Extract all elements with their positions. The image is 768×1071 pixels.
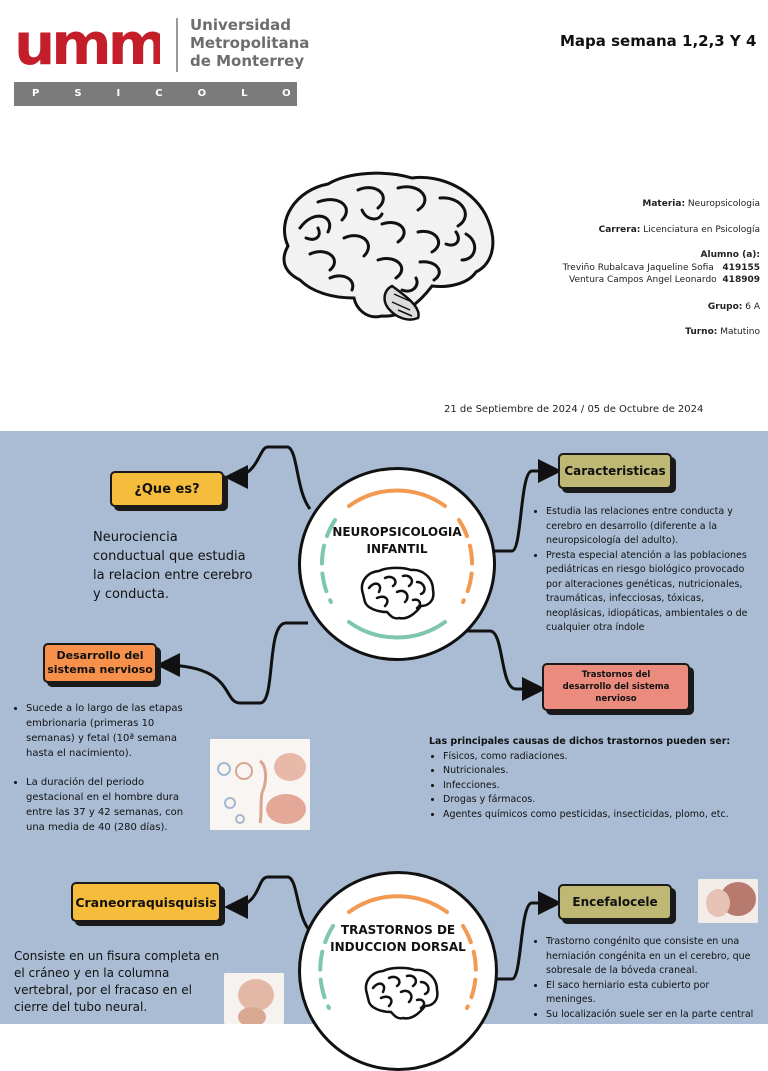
desarrollo-item: La duración del periodo gestacional en e… <box>26 775 194 835</box>
causa-item: Físicos, como radiaciones. <box>443 750 759 765</box>
meta-alumno-1: Treviño Rubalcava Jaqueline Sofia 419155 <box>563 263 760 273</box>
grupo-value: 6 A <box>745 302 760 312</box>
causa-item: Infecciones. <box>443 779 759 794</box>
brain-illustration <box>282 171 495 321</box>
central-title-line-1: NEUROPSICOLOGIA <box>332 525 462 539</box>
concept-map: NEUROPSICOLOGIA INFANTIL ¿Que es? Neuroc… <box>0 431 768 1071</box>
university-line-1: Universidad <box>190 16 292 34</box>
encefalocele-list: Trastorno congénito que consiste en una … <box>532 935 758 1022</box>
circle-arcs <box>318 894 478 1010</box>
university-line-3: de Monterrey <box>190 52 305 70</box>
date-range: 21 de Septiembre de 2024 / 05 de Octubre… <box>444 404 704 415</box>
central-title-2-line-1: TRASTORNOS DE <box>340 923 456 937</box>
embryo-development-image <box>210 739 310 830</box>
tag-craneorraquisquisis: Craneorraquisquisis <box>71 882 221 922</box>
brain-small-icon <box>364 966 439 1020</box>
alumno2-id: 418909 <box>722 275 760 285</box>
cranio-text: Consiste en un fisura completa en el crá… <box>14 949 220 1014</box>
connector-lines <box>156 445 562 981</box>
turno-label: Turno: <box>685 327 718 337</box>
causas-block: Las principales causas de dichos trastor… <box>429 735 759 822</box>
meta-grupo: Grupo: 6 A <box>708 302 760 312</box>
craneorraquisquisis-image <box>224 973 284 1024</box>
logo-text: umm <box>14 18 160 70</box>
desarrollo-item: Sucede a lo largo de las etapas embriona… <box>26 701 194 761</box>
causa-item: Nutricionales. <box>443 764 759 779</box>
umm-logo: umm <box>14 18 160 70</box>
program-bar: PSICOLOGÍA <box>14 82 297 106</box>
meta-carrera: Carrera: Licenciatura en Psicología <box>599 225 760 235</box>
logo-divider <box>176 18 178 72</box>
document-title: Mapa semana 1,2,3 Y 4 <box>560 32 757 50</box>
central-node-neuropsicologia: NEUROPSICOLOGIA INFANTIL <box>298 467 496 661</box>
alumno1-id: 419155 <box>722 263 760 273</box>
tag-trastornos-desarrollo: Trastornos del desarrollo del sistema ne… <box>542 663 690 711</box>
university-line-2: Metropolitana <box>190 34 310 52</box>
caracteristicas-list: Estudia las relaciones entre conducta y … <box>532 505 758 636</box>
carrera-value: Licenciatura en Psicología <box>643 225 760 235</box>
central-title-2: TRASTORNOS DE INDUCCION DORSAL <box>301 922 495 956</box>
que-es-text: Neurociencia conductual que estudia la r… <box>93 530 253 602</box>
tag-que-es: ¿Que es? <box>110 471 224 507</box>
caracteristica-item: Presta especial atención a las poblacion… <box>546 549 758 636</box>
alumno1-name: Treviño Rubalcava Jaqueline Sofia <box>562 263 714 273</box>
tag-caracteristicas: Caracteristicas <box>558 453 672 489</box>
causas-heading: Las principales causas de dichos trastor… <box>429 736 731 747</box>
central-node-trastornos-induccion-dorsal: TRASTORNOS DE INDUCCION DORSAL <box>298 871 498 1071</box>
meta-turno: Turno: Matutino <box>685 327 760 337</box>
tag-encefalocele: Encefalocele <box>558 884 672 920</box>
encefalocele-item: El saco herniario esta cubierto por meni… <box>546 979 758 1008</box>
alumno2-name: Ventura Campos Angel Leonardo <box>568 275 717 285</box>
tag-desarrollo-sistema-nervioso: Desarrollo del sistema nervioso <box>43 643 157 683</box>
brain-small-icon <box>360 566 435 620</box>
carrera-label: Carrera: <box>598 225 641 235</box>
causa-item: Drogas y fármacos. <box>443 793 759 808</box>
causa-item: Agentes químicos como pesticidas, insect… <box>443 808 759 823</box>
central-title: NEUROPSICOLOGIA INFANTIL <box>301 524 493 558</box>
materia-label: Materia: <box>642 199 686 209</box>
alumno-label: Alumno (a): <box>700 250 760 260</box>
circle-arcs <box>319 488 475 640</box>
central-title-2-line-2: INDUCCION DORSAL <box>330 940 466 954</box>
meta-materia: Materia: Neuropsicologia <box>642 199 760 209</box>
grupo-label: Grupo: <box>707 302 743 312</box>
meta-alumno-2: Ventura Campos Angel Leonardo 418909 <box>569 275 760 285</box>
desarrollo-list: Sucede a lo largo de las etapas embriona… <box>12 701 194 835</box>
turno-value: Matutino <box>720 327 760 337</box>
caracteristica-item: Estudia las relaciones entre conducta y … <box>546 505 758 549</box>
meta-alumno-label: Alumno (a): <box>701 250 760 260</box>
encefalocele-item: Su localización suele ser en la parte ce… <box>546 1008 758 1023</box>
materia-value: Neuropsicologia <box>687 199 760 209</box>
central-title-line-2: INFANTIL <box>366 542 428 556</box>
university-name: Universidad Metropolitana de Monterrey <box>190 16 320 70</box>
encefalocele-item: Trastorno congénito que consiste en una … <box>546 935 758 979</box>
encefalocele-image <box>698 879 758 923</box>
